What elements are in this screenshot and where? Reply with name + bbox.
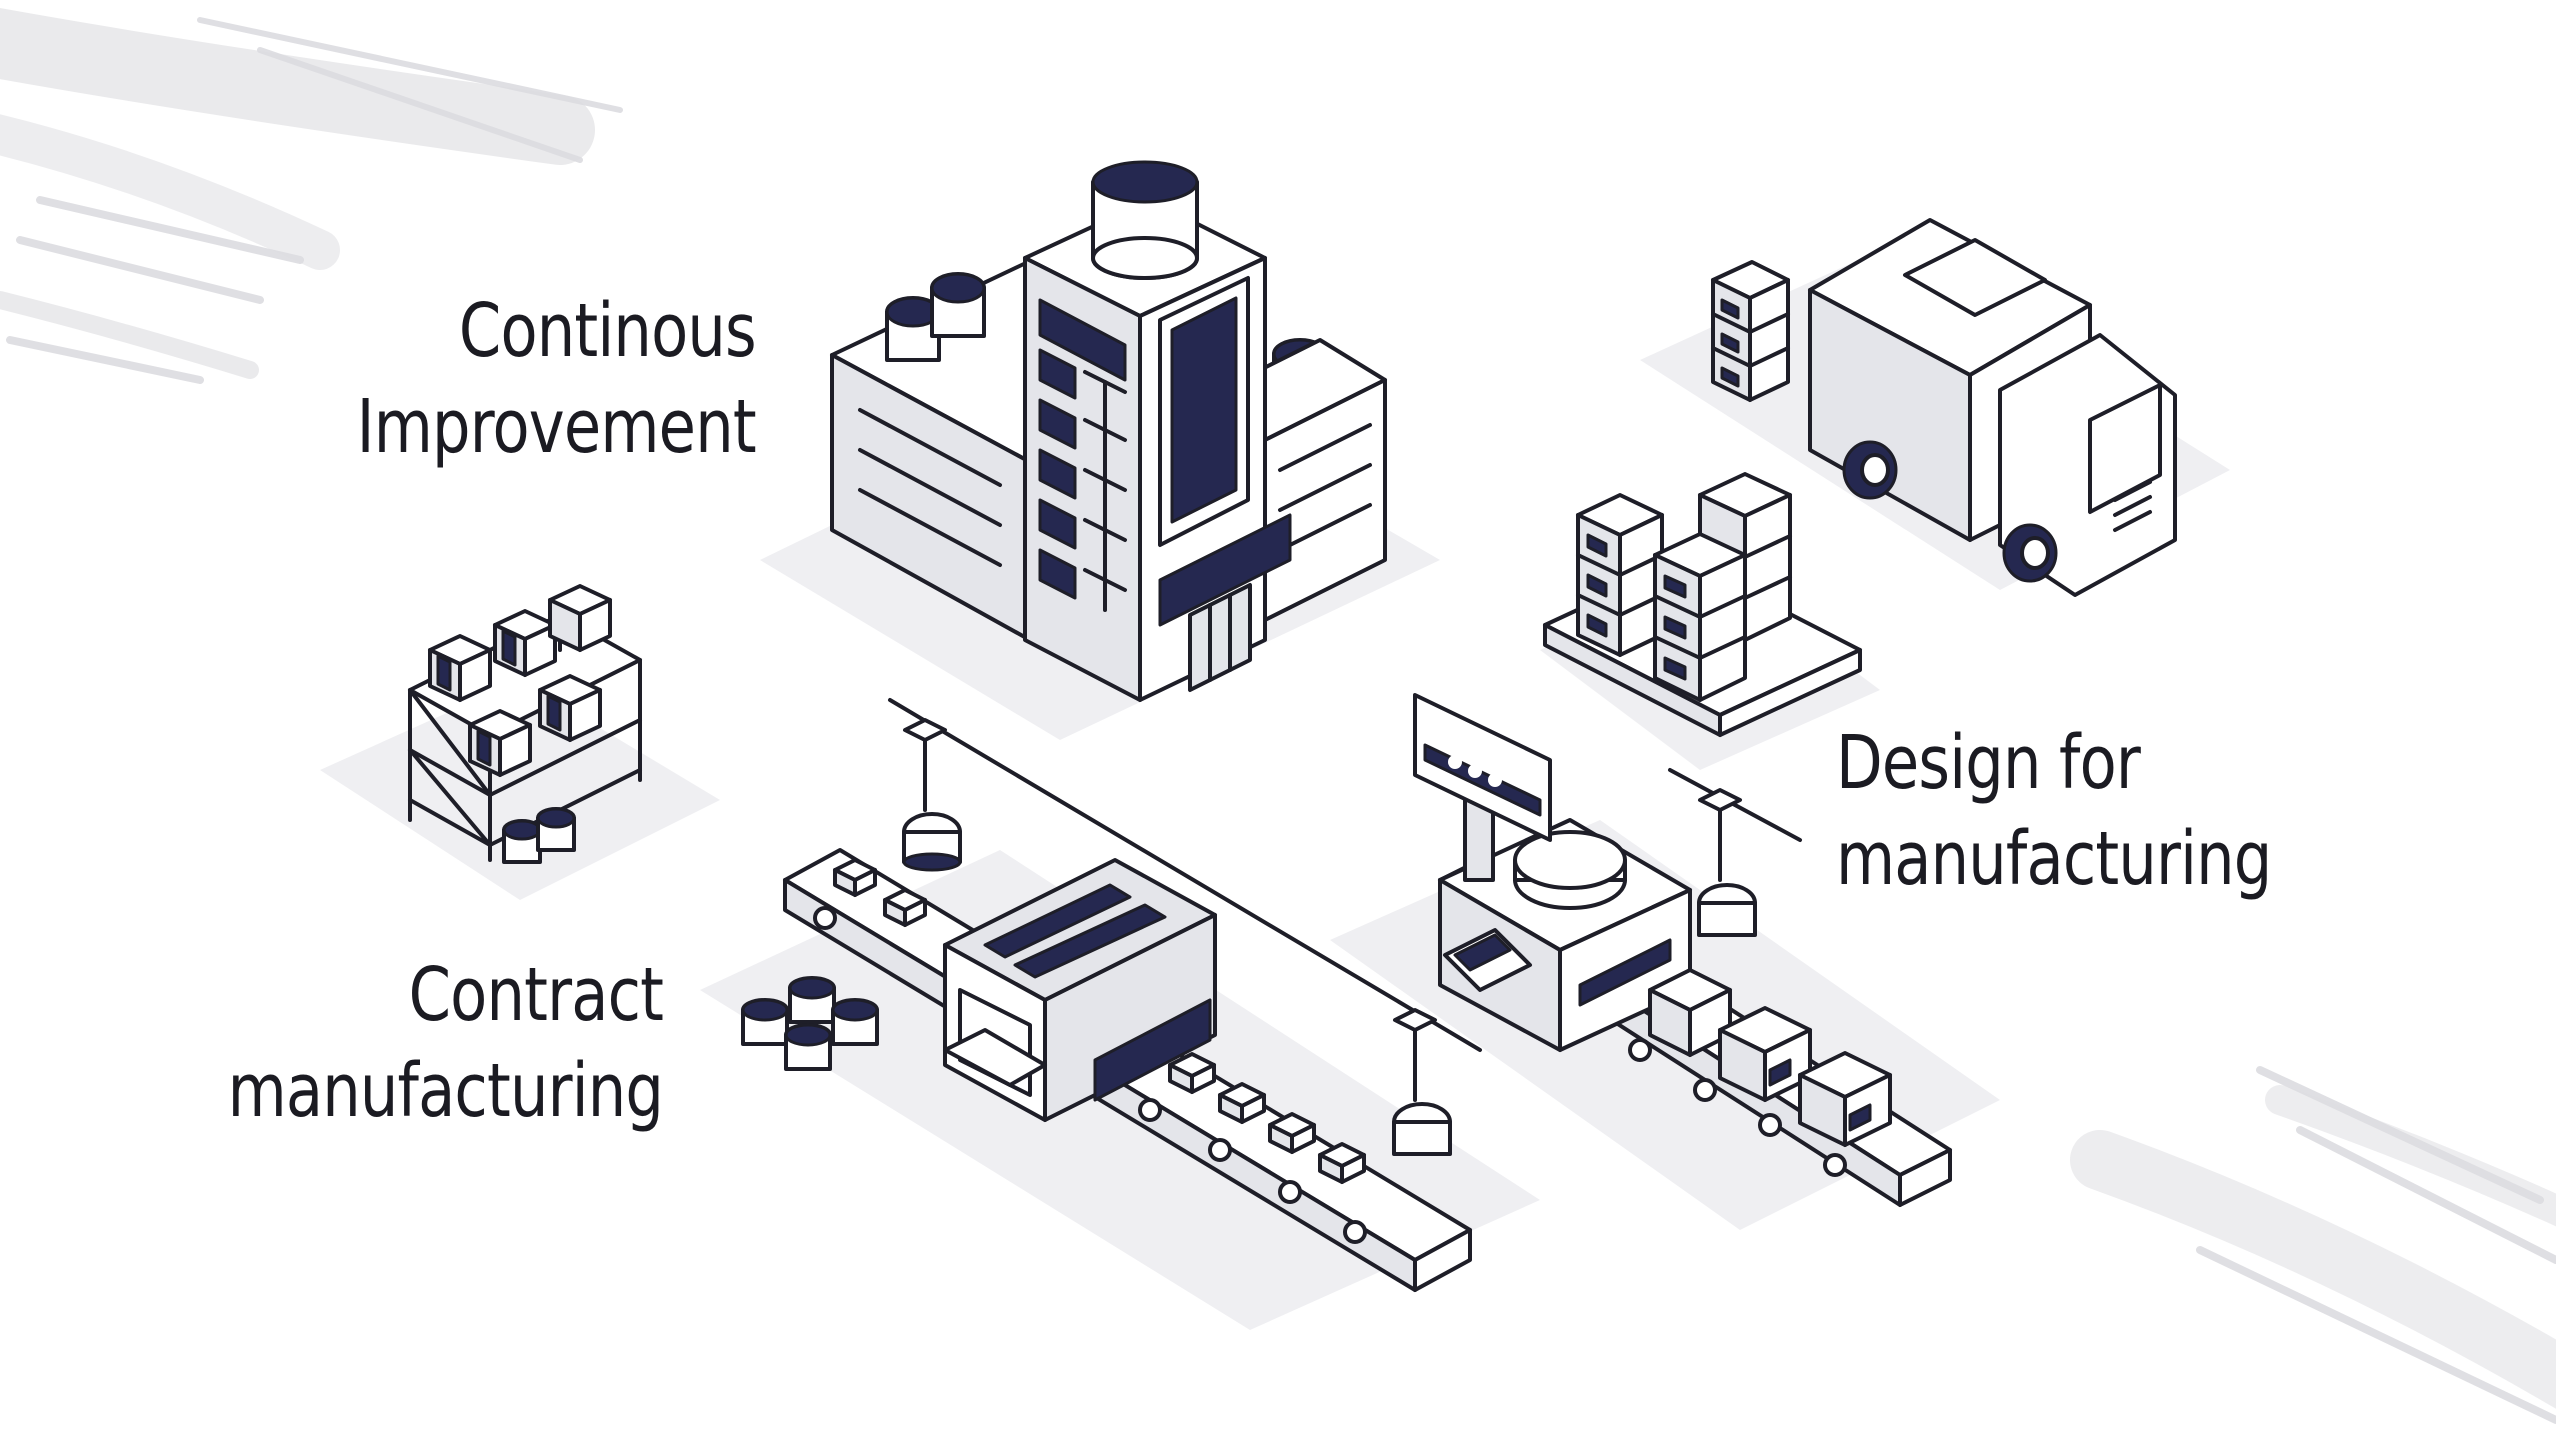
label-contract-manufacturing: Contract manufacturing — [227, 947, 664, 1139]
warehouse-shelf — [408, 584, 642, 864]
label-contract-manufacturing-line1: Contract — [408, 952, 664, 1038]
label-design-for-manufacturing: Design for manufacturing — [1836, 715, 2272, 907]
label-contract-manufacturing-line2: manufacturing — [227, 1048, 664, 1134]
delivery-truck — [1711, 218, 2177, 597]
label-continuous-improvement-line1: Continous — [459, 288, 757, 374]
label-continuous-improvement-line2: Improvement — [356, 384, 757, 470]
brush-stroke-top-left — [0, 8, 623, 384]
office-building — [830, 160, 1387, 702]
label-design-for-manufacturing-line1: Design for — [1836, 720, 2141, 806]
label-design-for-manufacturing-line2: manufacturing — [1836, 816, 2272, 902]
conveyor-line-right — [1413, 693, 1952, 1207]
label-continuous-improvement: Continous Improvement — [356, 283, 757, 475]
conveyor-line-left — [741, 698, 1482, 1292]
pallet-box-stacks — [1543, 472, 1862, 737]
brush-stroke-bottom-right — [2070, 1066, 2556, 1424]
